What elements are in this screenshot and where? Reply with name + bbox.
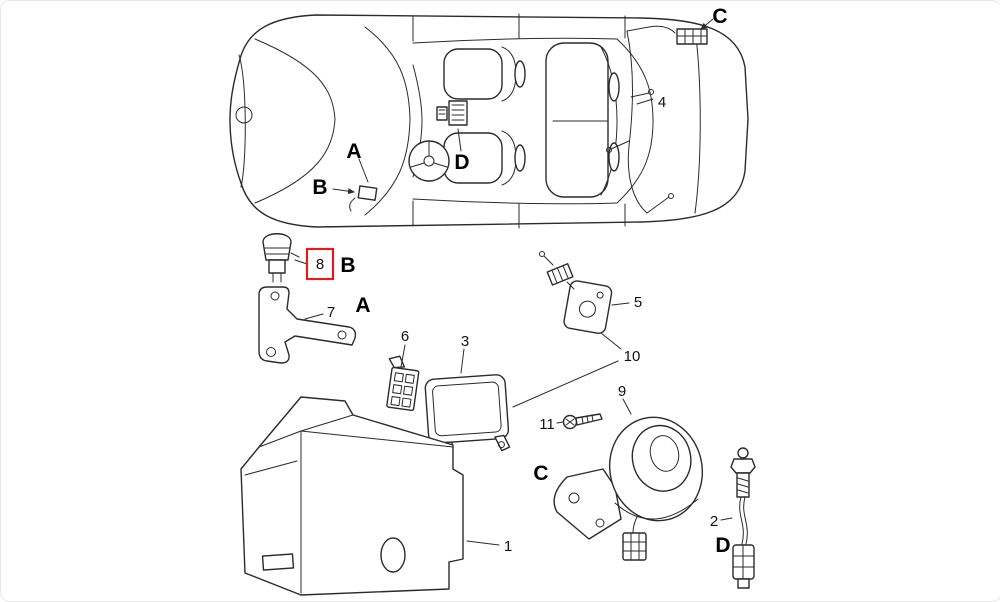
leader-part-10-up xyxy=(600,332,622,350)
part-8-bulb xyxy=(262,233,308,283)
roof-top-edge xyxy=(412,37,618,44)
leader-part-10-down xyxy=(512,360,619,408)
part-7-bracket xyxy=(258,286,357,364)
console-module xyxy=(436,100,468,126)
front-bumper-line xyxy=(238,54,246,188)
leader-part-6 xyxy=(400,344,406,368)
hood-crease xyxy=(254,38,336,204)
section-label-C: C xyxy=(533,462,548,485)
car-top-view: C 4 A B D xyxy=(229,5,749,229)
steering-wheel xyxy=(408,140,450,182)
rear-window-line xyxy=(616,38,654,204)
rear-bench-seat xyxy=(545,42,620,198)
part-callout-8[interactable]: 8 xyxy=(316,256,324,273)
leader-part-5 xyxy=(611,302,630,306)
car-part-ab-relay xyxy=(349,185,378,212)
part-5-sensor xyxy=(539,251,630,335)
car-callout-4[interactable]: 4 xyxy=(658,94,666,111)
part-2-cable-sensor xyxy=(720,447,756,589)
part-callout-3[interactable]: 3 xyxy=(461,333,469,350)
part-11-screw xyxy=(556,413,603,430)
leader-part-2 xyxy=(720,517,733,521)
part-callout-10[interactable]: 10 xyxy=(624,348,641,365)
part-callout-7[interactable]: 7 xyxy=(327,304,335,321)
section-label-B: B xyxy=(340,254,355,277)
windshield-line xyxy=(364,26,411,216)
leader-part-8 xyxy=(294,259,308,265)
part-1-cover xyxy=(240,396,500,596)
part-callout-11[interactable]: 11 xyxy=(539,416,555,433)
front-seat-driver xyxy=(443,130,526,186)
car-callout-C[interactable]: C xyxy=(712,5,727,28)
front-seat-passenger xyxy=(443,46,526,102)
hood-emblem xyxy=(235,106,253,124)
leader-part-1 xyxy=(466,540,500,546)
leader-car-4 xyxy=(636,98,654,105)
section-label-A: A xyxy=(355,294,370,317)
section-label-D: D xyxy=(715,534,730,557)
part-callout-6[interactable]: 6 xyxy=(401,328,409,345)
selected-part-highlight xyxy=(305,247,335,281)
part-9-siren xyxy=(553,398,704,561)
door-seams-top xyxy=(412,13,626,42)
car-part-c-connector xyxy=(676,28,708,45)
part-callout-2[interactable]: 2 xyxy=(710,513,718,530)
leader-car-a xyxy=(358,158,369,183)
roof-bottom-edge xyxy=(412,198,618,205)
wiring-harness xyxy=(606,25,676,214)
car-callout-D[interactable]: D xyxy=(454,151,469,174)
part-callout-1[interactable]: 1 xyxy=(504,538,512,555)
leader-car-d xyxy=(457,128,462,152)
leader-car-c xyxy=(700,18,714,30)
leader-part-11 xyxy=(556,421,564,424)
leader-car-b xyxy=(332,188,355,195)
part-callout-9[interactable]: 9 xyxy=(618,383,626,400)
leader-part-7 xyxy=(304,313,324,320)
leader-part-3 xyxy=(460,348,465,374)
part-callout-5[interactable]: 5 xyxy=(634,294,642,311)
door-seams-bottom xyxy=(412,200,626,229)
trunk-line xyxy=(694,28,701,214)
car-body-outline xyxy=(229,14,749,228)
car-callout-A[interactable]: A xyxy=(346,140,361,163)
car-callout-B[interactable]: B xyxy=(312,176,327,199)
leader-part-9 xyxy=(622,398,632,415)
